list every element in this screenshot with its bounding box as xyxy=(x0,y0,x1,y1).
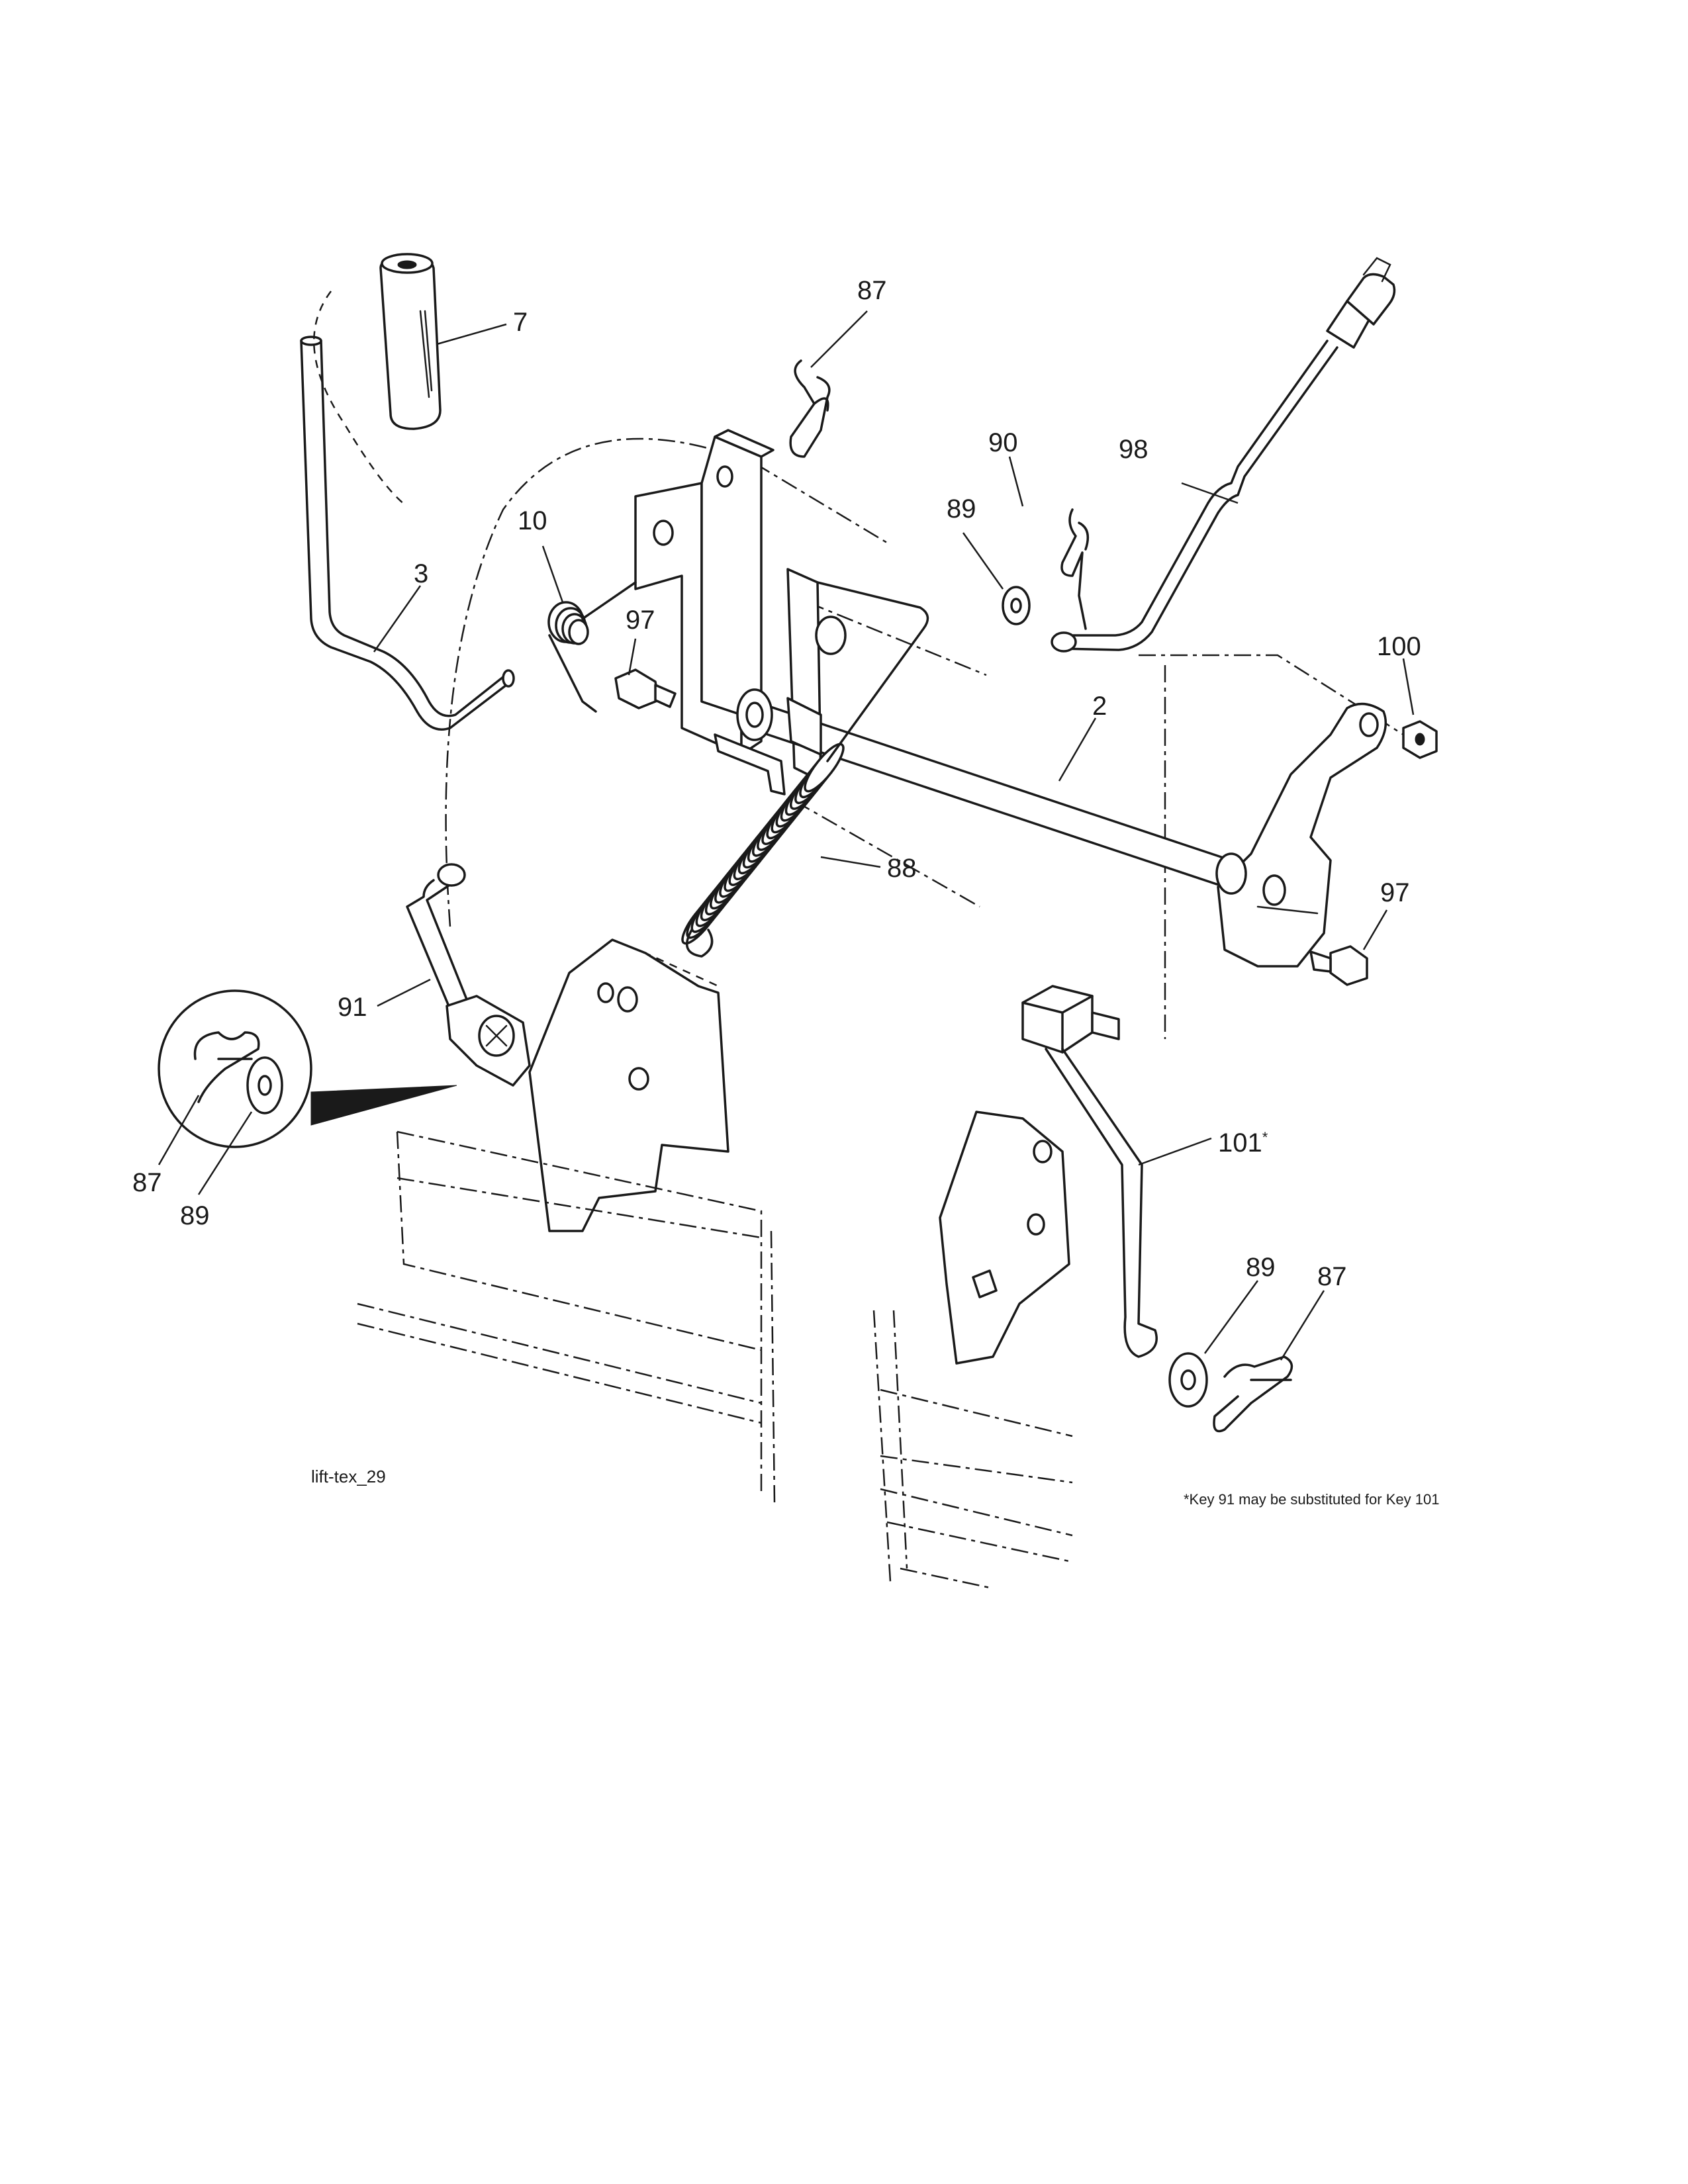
callout-87-bottom: 87 xyxy=(1317,1262,1347,1291)
callout-97-left: 97 xyxy=(626,606,655,635)
washer-part-89-bottom xyxy=(1168,1352,1208,1408)
callout-90: 90 xyxy=(988,428,1018,457)
washer-part-89-top xyxy=(1002,586,1031,625)
spring-hook xyxy=(686,929,714,958)
torsion-spring-part-10 xyxy=(547,581,637,713)
callout-98: 98 xyxy=(1119,435,1149,464)
callout-10: 10 xyxy=(518,506,547,535)
right-deck-hanger xyxy=(939,1111,1070,1365)
leader-lines xyxy=(158,310,1415,1361)
handle-grip-part-7 xyxy=(313,253,442,508)
callout-87-detail: 87 xyxy=(132,1168,162,1197)
callout-2: 2 xyxy=(1092,692,1107,721)
callout-101: 101* xyxy=(1218,1128,1268,1158)
right-lift-arm xyxy=(1215,702,1387,968)
callout-87-top: 87 xyxy=(857,276,887,305)
spring-coil xyxy=(804,743,845,793)
callout-7: 7 xyxy=(513,308,528,337)
footnote: *Key 91 may be substituted for Key 101 xyxy=(1184,1491,1439,1508)
nut-part-100 xyxy=(1402,720,1438,759)
left-mower-deck xyxy=(357,1130,776,1503)
lift-link-part-101 xyxy=(1021,985,1158,1358)
lift-shaft-part-2 xyxy=(736,688,1233,888)
callout-89-top: 89 xyxy=(947,494,976,523)
figure-id: lift-tex_29 xyxy=(311,1467,386,1486)
callout-89-bottom: 89 xyxy=(1246,1253,1276,1282)
left-deck-hanger xyxy=(528,938,729,1232)
callout-100: 100 xyxy=(1377,632,1421,661)
callout-89-detail: 89 xyxy=(180,1201,210,1230)
hairpin-clip-part-87-top xyxy=(789,359,831,458)
callout-3: 3 xyxy=(414,559,428,588)
lift-link-rod-part-98 xyxy=(1051,257,1396,653)
bolt-part-97-right xyxy=(1309,945,1368,986)
callout-91: 91 xyxy=(338,993,367,1022)
clip-part-90 xyxy=(1060,508,1090,630)
lift-handle-part-3 xyxy=(300,336,515,731)
right-mower-deck xyxy=(872,1310,1073,1590)
callout-88: 88 xyxy=(887,854,917,883)
callout-97-right: 97 xyxy=(1380,878,1410,907)
extension-spring-part-88 xyxy=(681,581,929,958)
hairpin-clip-part-87-bottom xyxy=(1213,1355,1293,1433)
detail-inset xyxy=(158,989,457,1148)
bolt-part-97-left xyxy=(614,668,677,709)
spring-hook xyxy=(816,581,929,762)
